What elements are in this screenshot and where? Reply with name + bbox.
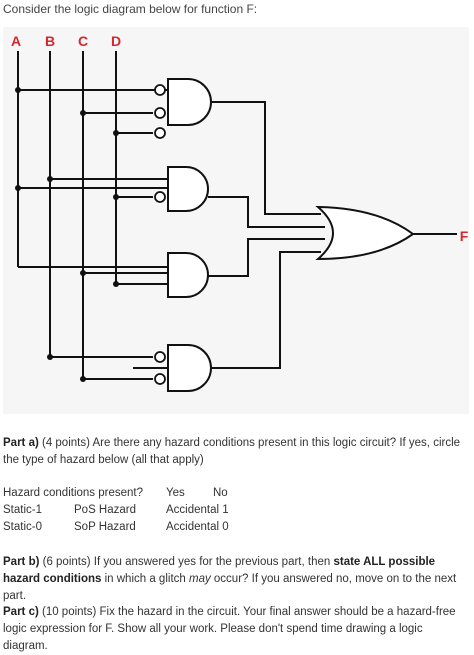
part-a-text: (4 points) Are there any hazard conditio… — [3, 437, 461, 466]
part-b-text-3: occur? If you answered no, move on to th… — [3, 573, 457, 602]
part-b-text-2: in which a glitch — [101, 573, 189, 585]
logic-diagram-panel: A B C D F — [3, 27, 469, 414]
option-accidental-1[interactable]: Accidental 1 — [166, 504, 229, 516]
option-no[interactable]: No — [213, 487, 228, 499]
part-b-label: Part b) — [3, 556, 40, 568]
part-b-bold-text: state ALL possible hazard conditions — [3, 556, 436, 585]
and-gate-2 — [167, 166, 209, 212]
and-gate-4 — [167, 344, 212, 392]
junction-dots — [15, 87, 119, 382]
part-c-label: Part c) — [3, 606, 39, 618]
circuit-wires — [17, 51, 457, 380]
hazard-row: Static-0 SoP Hazard Accidental 0 — [3, 521, 303, 538]
and-gates — [167, 78, 212, 392]
inverter-bubbles — [154, 84, 166, 385]
intro-text: Consider the logic diagram below for fun… — [3, 2, 258, 16]
option-yes[interactable]: Yes — [166, 487, 185, 499]
input-label-d: D — [111, 33, 121, 49]
option-static-0[interactable]: Static-0 — [3, 521, 42, 533]
and-gate-3 — [167, 252, 209, 298]
hazard-row: Static-1 PoS Hazard Accidental 1 — [3, 504, 303, 521]
logic-diagram: A B C D F — [11, 33, 469, 392]
part-b-text-1: (6 points) If you answered yes for the p… — [39, 556, 334, 568]
input-label-b: B — [45, 33, 55, 49]
hazard-options: Hazard conditions present? Yes No Static… — [3, 487, 303, 538]
and-gate-1 — [167, 78, 212, 126]
hazard-present-row: Hazard conditions present? Yes No — [3, 487, 303, 504]
output-label-f: F — [460, 228, 469, 244]
option-pos-hazard[interactable]: PoS Hazard — [74, 504, 137, 516]
option-accidental-0[interactable]: Accidental 0 — [166, 521, 229, 533]
or-gate — [315, 205, 415, 261]
part-b-italic-text: may — [188, 573, 211, 585]
part-a-label: Part a) — [3, 437, 39, 449]
input-label-a: A — [11, 33, 21, 49]
option-static-1[interactable]: Static-1 — [3, 504, 42, 516]
part-b-question: Part b) (6 points) If you answered yes f… — [3, 554, 469, 605]
part-a-question: Part a) (4 points) Are there any hazard … — [3, 435, 469, 469]
part-c-text: (10 points) Fix the hazard in the circui… — [3, 606, 456, 652]
part-c-question: Part c) (10 points) Fix the hazard in th… — [3, 604, 469, 655]
hazard-present-question: Hazard conditions present? — [3, 487, 143, 499]
input-label-c: C — [78, 33, 88, 49]
option-sop-hazard[interactable]: SoP Hazard — [74, 521, 136, 533]
